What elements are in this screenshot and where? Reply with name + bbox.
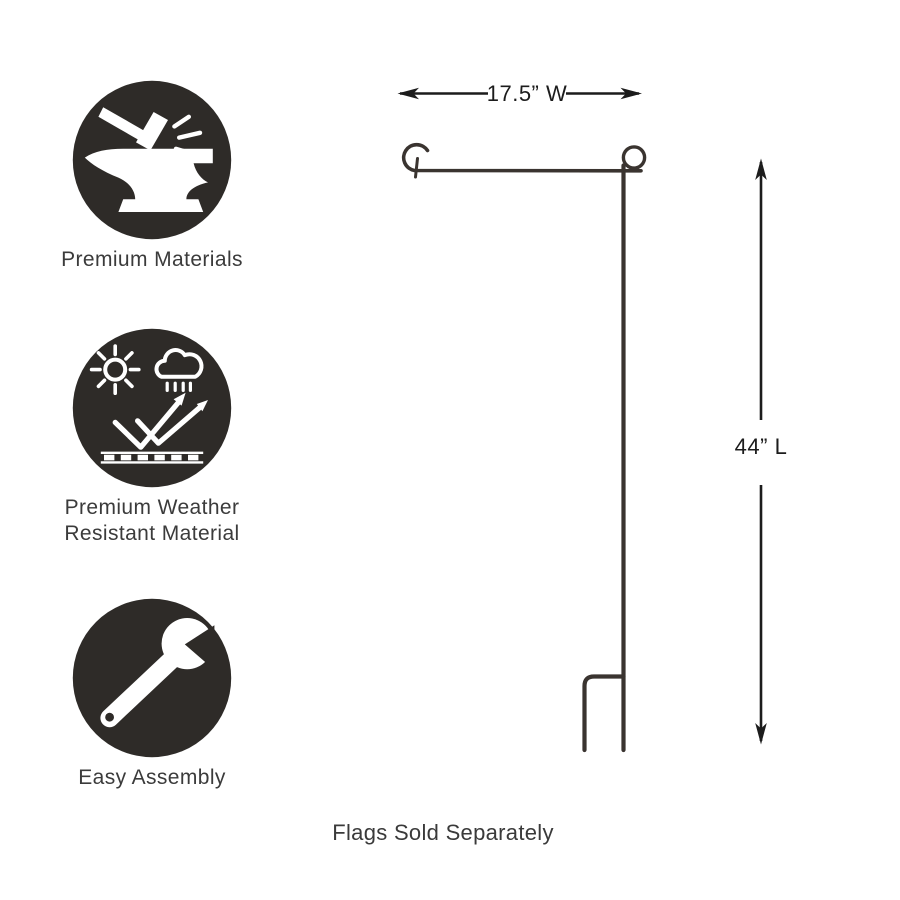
feature-label-line: Premium Weather <box>64 496 240 519</box>
length-dimension: 44” L <box>735 158 788 745</box>
bounce-arrows <box>112 392 208 450</box>
arrow-right-icon <box>620 87 642 100</box>
feature-label-line: Resistant Material <box>64 522 240 545</box>
ground-strip <box>100 451 204 464</box>
feature-label: Easy Assembly <box>78 766 226 789</box>
arrow-left-icon <box>397 87 419 100</box>
hammer <box>98 107 168 151</box>
length-label: 44” L <box>735 434 788 459</box>
flag-stand <box>401 142 647 753</box>
feature-weather-resistant: Premium Weather Resistant Material <box>2 328 302 547</box>
flag-stopper-clip <box>414 157 419 179</box>
feature-premium-materials: Premium Materials <box>2 80 302 273</box>
hanger-arm-with-hook <box>401 142 643 173</box>
rain-cloud-icon <box>154 348 204 392</box>
footer-note: Flags Sold Separately <box>332 820 554 845</box>
arrow-down-icon <box>755 723 767 745</box>
wrench <box>100 618 215 728</box>
weather-resistant-icon <box>72 328 232 488</box>
pole-loop <box>621 145 647 170</box>
wrench-icon <box>72 598 232 758</box>
ground-stake <box>582 674 626 753</box>
width-dimension: 17.5” W <box>397 81 642 106</box>
feature-easy-assembly: Easy Assembly <box>2 598 302 791</box>
feature-label: Premium Materials <box>61 248 243 271</box>
anvil-hammer-icon <box>72 80 232 240</box>
feature-label: Premium Weather Resistant Material <box>2 495 302 547</box>
arrow-up-icon <box>755 158 767 180</box>
sun-icon <box>89 344 141 395</box>
width-label: 17.5” W <box>487 81 568 106</box>
anvil <box>84 148 213 212</box>
